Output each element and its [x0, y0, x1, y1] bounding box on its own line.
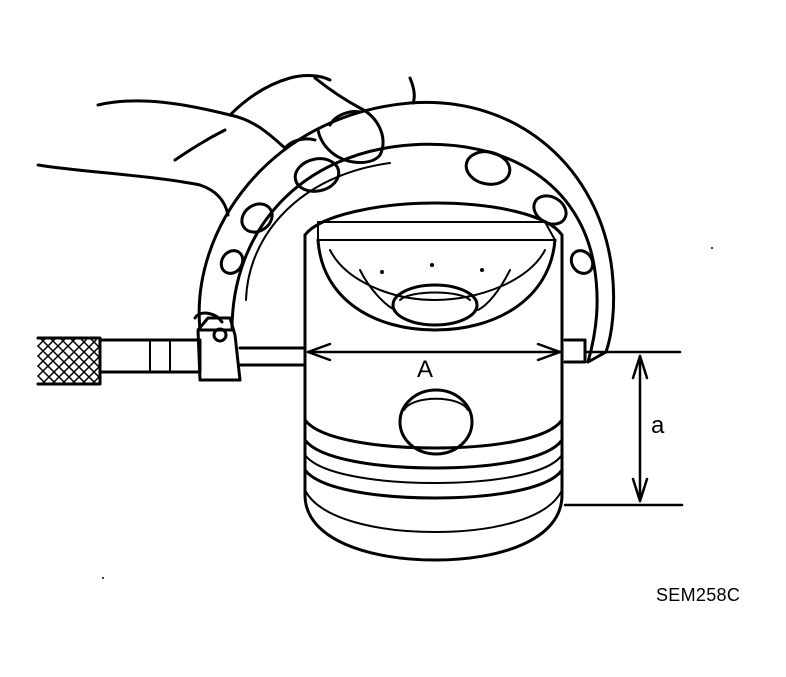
- figure-code: SEM258C: [656, 585, 741, 605]
- hand-icon: [36, 74, 416, 217]
- dimension-A: [306, 342, 562, 362]
- diameter-label: A: [417, 356, 434, 383]
- dimension-a: [563, 350, 684, 507]
- micrometer-icon: [36, 311, 307, 386]
- height-label: a: [651, 412, 665, 439]
- piston-icon: [303, 201, 564, 562]
